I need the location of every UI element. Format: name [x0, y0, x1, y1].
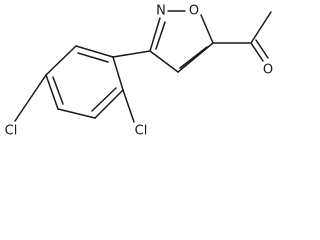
- bond-c4-c3: [149, 50, 179, 73]
- bond-carbonyl-methyl: [250, 11, 272, 44]
- bond-c5-c4-double: [179, 46, 208, 69]
- bond-o-c5: [200, 14, 214, 44]
- bond-ring-d: [57, 108, 96, 119]
- bond-ring-e-double: [91, 87, 117, 112]
- bond-carbonyl-oxygen-double: [255, 39, 269, 59]
- bond-aryl-cl-para: [14, 74, 47, 122]
- atom-label-nitrogen: N: [156, 4, 166, 19]
- bond-ring-e: [94, 89, 124, 119]
- atom-label-chlorine-ortho: Cl: [135, 124, 148, 139]
- bond-ring-a-double: [77, 52, 109, 63]
- bond-ring-c: [45, 74, 59, 110]
- bond-ring-c-double: [52, 76, 64, 105]
- bond-carbonyl-oxygen: [250, 42, 264, 62]
- atom-label-ring-oxygen: O: [189, 4, 199, 19]
- atom-label-chlorine-para: Cl: [5, 124, 18, 139]
- bond-ring-f: [112, 56, 124, 91]
- chemical-structure: N O O Cl Cl: [5, 4, 273, 139]
- bond-ring-a: [75, 45, 114, 58]
- bond-aryl-cl-ortho: [122, 89, 135, 123]
- bond-ring-b: [45, 45, 77, 76]
- bond-c5-c4: [177, 42, 214, 73]
- bond-c3-aryl: [112, 50, 151, 58]
- bond-c3-n-double: [155, 21, 166, 50]
- atom-label-carbonyl-oxygen: O: [263, 63, 273, 78]
- bond-c3-n: [149, 17, 161, 52]
